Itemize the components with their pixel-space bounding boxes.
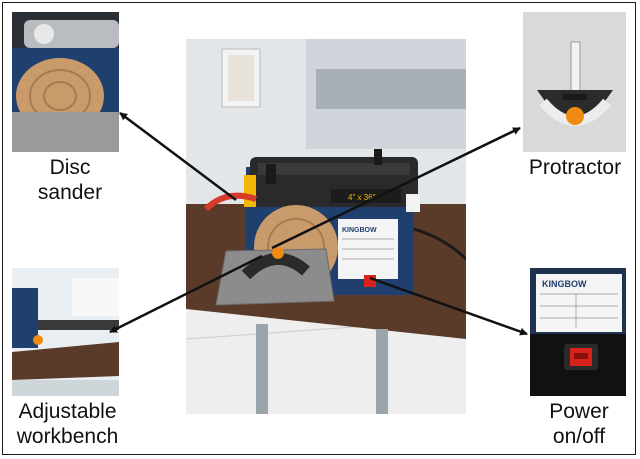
power-label-line2: on/off (552, 425, 606, 448)
disc-sander-label-line2: sander (37, 181, 103, 204)
belt-size-tag: 4" x 36" (348, 193, 376, 202)
power-switch-illustration: KINGBOW (530, 268, 626, 396)
center-brand-text: KINGBOW (342, 227, 377, 234)
power-switch-photo: KINGBOW (530, 268, 626, 396)
power-label-line1: Power (549, 400, 609, 423)
disc-sander-label-line1: Disc (49, 156, 91, 179)
protractor-photo (523, 12, 626, 152)
protractor-illustration (523, 12, 626, 152)
power-label: Power on/off (532, 399, 626, 449)
workbench-illustration (12, 268, 119, 396)
disc-sander-label: Disc sander (30, 155, 110, 205)
belt-disc-sander-illustration: 4" x 36" KINGBOW (186, 39, 466, 414)
workbench-label: Adjustable workbench (10, 399, 125, 449)
main-sander-photo: 4" x 36" KINGBOW (186, 39, 466, 414)
protractor-label: Protractor (528, 156, 622, 179)
disc-sander-illustration (12, 12, 119, 152)
workbench-photo (12, 268, 119, 396)
power-panel-brand-text: KINGBOW (542, 279, 587, 289)
disc-sander-photo (12, 12, 119, 152)
workbench-label-line1: Adjustable (18, 400, 117, 423)
workbench-label-line2: workbench (16, 425, 119, 448)
